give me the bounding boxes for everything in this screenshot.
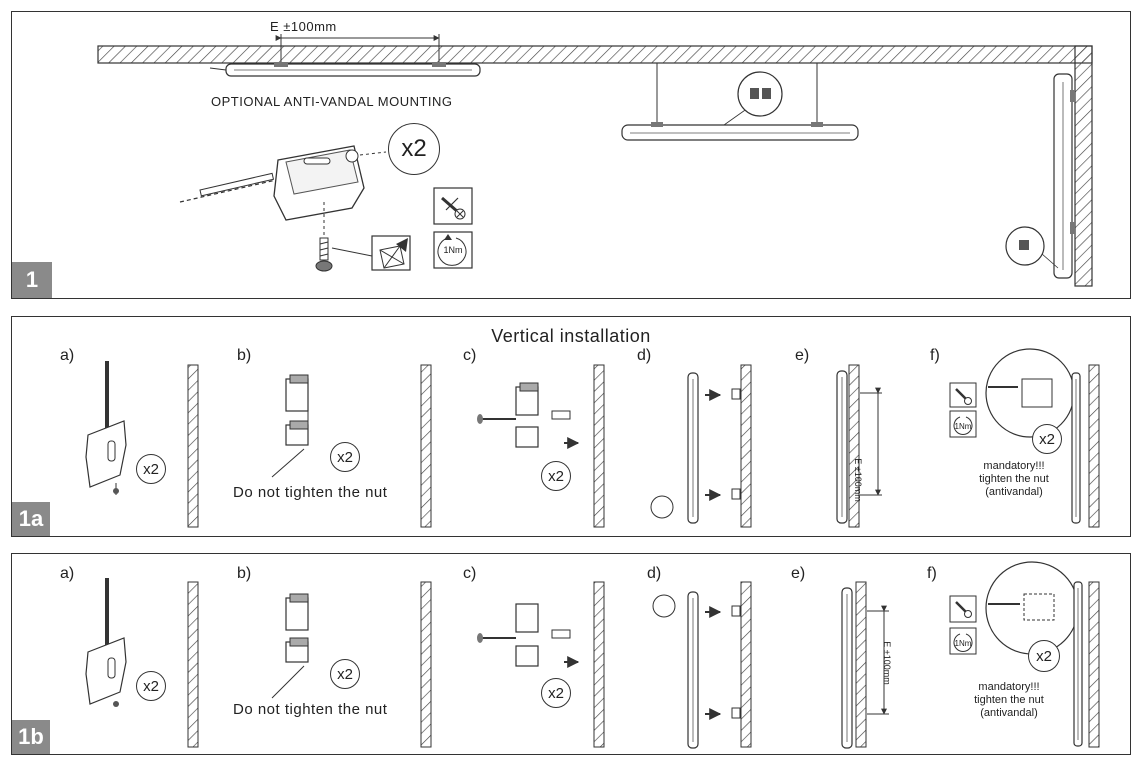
note-mandatory-line3: (antivandal) [980,707,1038,719]
step-label-c: c) [463,565,477,582]
note-mandatory-line2: tighten the nut [979,473,1049,485]
panel-vertical-installation: Vertical installation a) b) c) d) e) f) [11,316,1131,537]
quantity-badge-c: x2 [541,461,571,491]
luminaire-wall [1005,73,1075,279]
quantity-badge-a: x2 [136,454,166,484]
screwdriver-icon-f [949,595,977,623]
quantity-badge-f: x2 [1028,640,1060,672]
panel-vertical-installation-alt: a) b) c) d) e) f) [11,553,1131,755]
anti-vandal-bracket [179,145,387,238]
note-do-not-tighten: Do not tighten the nut [233,701,388,718]
zoom-detail-f [985,348,1081,524]
step-label-b: b) [237,347,252,364]
luminaire-surface [209,62,481,77]
bracket-c [477,603,580,668]
dimension-line [275,34,440,62]
quantity-badge-b: x2 [330,659,360,689]
quantity-badge-a: x2 [136,671,166,701]
step-badge: 1a [12,502,50,536]
torque-label: 1Nm [443,245,463,255]
screwdriver-icon-f [949,382,977,408]
right-wall [1074,45,1093,287]
step-label-b: b) [237,565,252,582]
quantity-badge: x2 [388,123,440,175]
torque-label-f: 1Nm [954,639,972,648]
quantity-badge-b: x2 [330,442,360,472]
dimension-label: E ±100mm [270,19,337,34]
torque-icon [433,231,473,269]
panel-title: Vertical installation [491,326,651,346]
step-label-e: e) [795,347,810,364]
luminaire-d [652,591,741,749]
torque-icon-f [949,627,977,655]
luminaire-suspended [621,63,859,141]
step-badge: 1b [12,720,50,754]
vertical-installation-drawing [85,348,1100,528]
step-label-d: d) [647,565,662,582]
dimension-label-e: E ±100mm [882,641,892,685]
vertical-installation-alt-drawing [85,561,1100,749]
note-mandatory-line2: tighten the nut [974,694,1044,706]
dimension-label-e: E ±100mm [853,458,863,502]
luminaire-e [841,587,889,749]
panel-ceiling-mounting: E ±100mm OPTIONAL ANTI-VANDAL MOUNTING x… [11,11,1131,299]
bracket-b [271,593,309,699]
step-label-a: a) [60,565,75,582]
luminaire-d [650,372,741,524]
bracket-a [85,361,127,495]
zoom-detail-f [985,561,1083,747]
step-label-d: d) [637,347,652,364]
quantity-badge-c: x2 [541,678,571,708]
optional-anti-vandal-caption: OPTIONAL ANTI-VANDAL MOUNTING [211,94,453,109]
step-label-f: f) [930,347,940,364]
ceiling-slab [97,45,1093,64]
walls [187,581,1100,748]
box-icon [371,235,411,271]
bracket-c [477,382,580,449]
note-mandatory-line1: mandatory!!! [983,460,1045,472]
step-label-a: a) [60,347,75,364]
step-badge: 1 [12,262,52,298]
step-label-f: f) [927,565,937,582]
luminaire-e [836,370,882,524]
torque-icon-f [949,410,977,438]
quantity-badge-f: x2 [1032,424,1062,454]
ceiling-mounting-drawing [97,34,1093,287]
screwdriver-icon [433,187,473,225]
walls [187,364,1100,528]
bracket-b [271,374,309,478]
screw-icon [315,237,373,272]
note-mandatory-line3: (antivandal) [985,486,1043,498]
bracket-a [85,578,127,707]
note-mandatory-line1: mandatory!!! [978,681,1040,693]
note-do-not-tighten: Do not tighten the nut [233,484,388,501]
step-label-e: e) [791,565,806,582]
step-label-c: c) [463,347,477,364]
torque-label-f: 1Nm [954,422,972,431]
